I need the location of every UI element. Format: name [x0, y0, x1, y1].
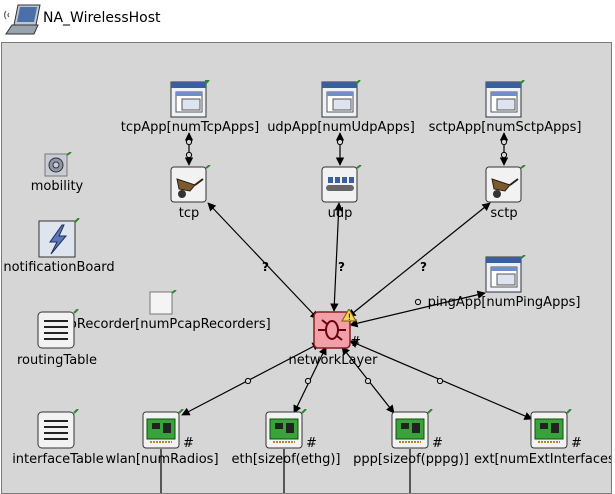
- tcpapp-label: tcpApp[numTcpApps]: [120, 120, 260, 135]
- mobility-module[interactable]: [44, 151, 72, 178]
- network-canvas: tcpApp[numTcpApps] udpApp[numUdpApps] sc…: [1, 42, 612, 494]
- notificationboard-module[interactable]: [38, 217, 80, 260]
- network-card-icon: [142, 408, 184, 449]
- udp-link-unknown-marker: ?: [338, 260, 345, 274]
- application-window-icon: [170, 79, 210, 118]
- networklayer-label: networkLayer: [288, 353, 378, 368]
- ppp-label: ppp[sizeof(pppg)]: [353, 452, 469, 467]
- wheelbarrow-icon: [170, 164, 211, 203]
- udpapp-module[interactable]: [321, 79, 361, 120]
- sctpapp-label: sctpApp[numSctpApps]: [428, 120, 582, 135]
- network-card-icon: [391, 408, 433, 449]
- pcaprecorder-label: pcapRecorder[numPcapRecorders]: [45, 317, 271, 332]
- sctpapp-module[interactable]: [485, 79, 525, 120]
- networklayer-vector-marker: #: [350, 335, 361, 350]
- laptop-host-icon: [3, 4, 41, 35]
- network-card-icon: [530, 408, 572, 449]
- pingapp-module[interactable]: [485, 254, 527, 295]
- pcaprecorder-module[interactable]: [149, 289, 179, 316]
- interfacetable-label: interfaceTable: [12, 452, 104, 467]
- notificationboard-label: notificationBoard: [3, 260, 115, 275]
- table-icon: [37, 308, 79, 349]
- host-title: NA_WirelessHost: [43, 10, 161, 26]
- table-icon: [37, 408, 79, 449]
- tcp-label: tcp: [178, 206, 200, 221]
- tcpapp-module[interactable]: [170, 79, 210, 120]
- wlan-vector-marker: #: [183, 436, 194, 451]
- wlan-label: wlan[numRadios]: [105, 452, 219, 467]
- eth-label: eth[sizeof(ethg)]: [231, 452, 341, 467]
- link-tcp-network: [207, 202, 319, 320]
- link-udp-network: [330, 202, 343, 312]
- network-card-icon: [265, 408, 307, 449]
- ppp-vector-marker: #: [432, 436, 443, 451]
- udp-label: udp: [327, 206, 353, 221]
- ppp-module[interactable]: [391, 408, 435, 451]
- pingapp-label: pingApp[numPingApps]: [427, 295, 581, 310]
- conveyor-icon: [321, 164, 362, 203]
- ext-vector-marker: #: [571, 436, 582, 451]
- sctp-module[interactable]: [485, 164, 527, 205]
- link-pingapp-network: [349, 290, 486, 328]
- gear-icon: [44, 151, 72, 177]
- application-window-icon: [321, 79, 361, 118]
- router-icon: !: [313, 308, 357, 349]
- ext-module[interactable]: [530, 408, 574, 451]
- eth-vector-marker: #: [306, 436, 317, 451]
- networklayer-module[interactable]: !: [313, 308, 357, 351]
- lightning-board-icon: [38, 217, 80, 258]
- connections-layer: [160, 132, 533, 493]
- tcp-link-unknown-marker: ?: [262, 260, 269, 274]
- blank-square-icon: [149, 289, 177, 315]
- interfacetable-module[interactable]: [37, 408, 79, 451]
- routingtable-label: routingTable: [16, 353, 98, 368]
- wheelbarrow-icon: [485, 164, 526, 203]
- window-titlebar: NA_WirelessHost: [0, 0, 615, 42]
- udp-module[interactable]: [321, 164, 363, 205]
- routingtable-module[interactable]: [37, 308, 79, 351]
- sctp-label: sctp: [490, 206, 518, 221]
- udpapp-label: udpApp[numUdpApps]: [267, 120, 415, 135]
- svg-text:!: !: [348, 313, 352, 323]
- eth-module[interactable]: [265, 408, 309, 451]
- tcp-module[interactable]: [170, 164, 212, 205]
- mobility-label: mobility: [30, 179, 84, 194]
- wlan-module[interactable]: [142, 408, 186, 451]
- application-window-icon: [485, 79, 525, 118]
- sctp-link-unknown-marker: ?: [420, 260, 427, 274]
- application-window-icon: [485, 254, 526, 293]
- ext-label: ext[numExtInterfaces]: [474, 452, 612, 467]
